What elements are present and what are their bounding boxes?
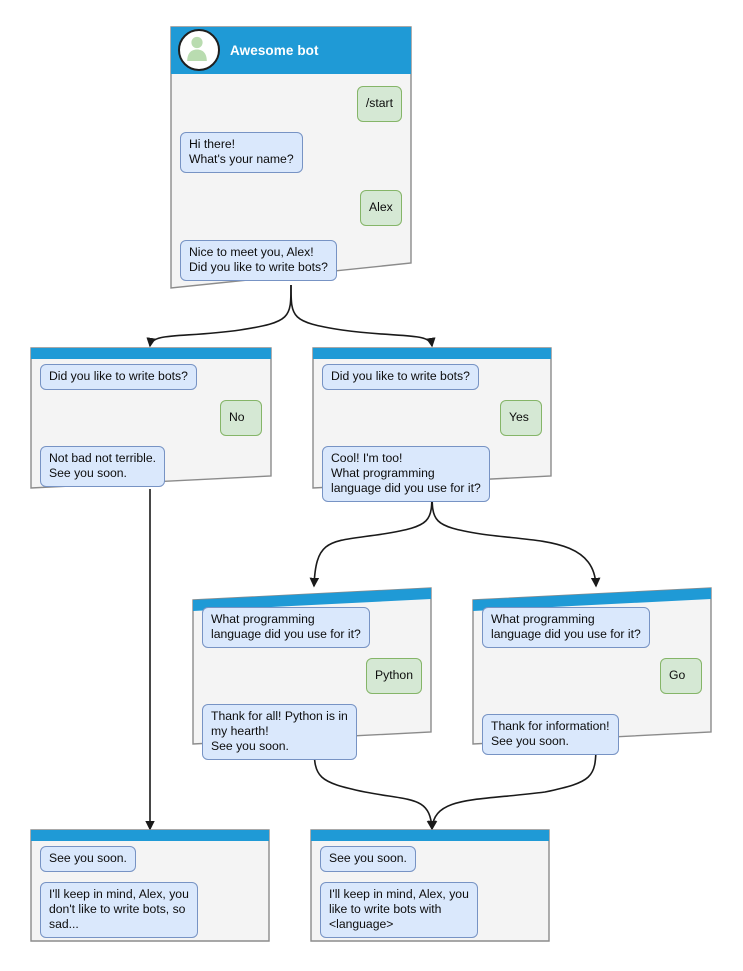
bot-message-bubble[interactable]: Did you like to write bots?	[40, 364, 197, 390]
message-row: What programming language did you use fo…	[482, 607, 702, 648]
message-row: Yes	[322, 400, 542, 436]
bot-message-bubble[interactable]: Hi there! What's your name?	[180, 132, 303, 173]
card-end-happy[interactable]: See you soon. I'll keep in mind, Alex, y…	[310, 829, 550, 942]
user-message-bubble[interactable]: Yes	[500, 400, 542, 436]
message-row: I'll keep in mind, Alex, you don't like …	[40, 882, 260, 938]
bot-message-bubble[interactable]: I'll keep in mind, Alex, you like to wri…	[320, 882, 478, 938]
message-row: Did you like to write bots?	[322, 364, 542, 390]
message-row: Alex	[180, 190, 402, 226]
card-answer-python[interactable]: What programming language did you use fo…	[192, 587, 432, 760]
bot-message-bubble[interactable]: Not bad not terrible. See you soon.	[40, 446, 166, 487]
message-row: Thank for all! Python is in my hearth! S…	[202, 704, 422, 760]
message-row: Nice to meet you, Alex! Did you like to …	[180, 240, 402, 281]
message-row: Hi there! What's your name?	[180, 132, 402, 173]
message-row: Thank for information! See you soon.	[482, 714, 702, 755]
bot-message-bubble[interactable]: Cool! I'm too! What programming language…	[322, 446, 490, 502]
card-start-chat: /start Hi there! What's your name? Alex …	[170, 86, 412, 291]
user-message-bubble[interactable]: No	[220, 400, 262, 436]
card-start-header: Awesome bot	[170, 26, 412, 74]
card-end-sad[interactable]: See you soon. I'll keep in mind, Alex, y…	[30, 829, 270, 942]
user-message-bubble[interactable]: Alex	[360, 190, 402, 226]
message-row: Go	[482, 658, 702, 694]
card-start[interactable]: Awesome bot /start Hi there! What's your…	[170, 26, 412, 289]
card-answer-no-chat: Did you like to write bots? No Not bad n…	[30, 364, 272, 497]
bot-message-bubble[interactable]: Did you like to write bots?	[322, 364, 479, 390]
message-row: No	[40, 400, 262, 436]
bot-message-bubble[interactable]: See you soon.	[320, 846, 416, 872]
user-message-bubble[interactable]: Go	[660, 658, 702, 694]
connector-start-to-no	[146, 284, 292, 348]
bot-message-bubble[interactable]: See you soon.	[40, 846, 136, 872]
card-answer-no[interactable]: Did you like to write bots? No Not bad n…	[30, 347, 272, 489]
bot-message-bubble[interactable]: What programming language did you use fo…	[202, 607, 370, 648]
card-answer-go[interactable]: What programming language did you use fo…	[472, 587, 712, 755]
card-end-happy-chat: See you soon. I'll keep in mind, Alex, y…	[310, 846, 550, 948]
connector-start-to-yes	[290, 284, 436, 348]
message-row: I'll keep in mind, Alex, you like to wri…	[320, 882, 540, 938]
message-row: /start	[180, 86, 402, 122]
bot-message-bubble[interactable]: Nice to meet you, Alex! Did you like to …	[180, 240, 337, 281]
message-row: Cool! I'm too! What programming language…	[322, 446, 542, 502]
card-answer-go-chat: What programming language did you use fo…	[472, 607, 712, 765]
bot-message-bubble[interactable]: I'll keep in mind, Alex, you don't like …	[40, 882, 198, 938]
message-row: See you soon.	[320, 846, 540, 872]
card-end-sad-chat: See you soon. I'll keep in mind, Alex, y…	[30, 846, 270, 948]
bot-message-bubble[interactable]: What programming language did you use fo…	[482, 607, 650, 648]
bot-message-bubble[interactable]: Thank for information! See you soon.	[482, 714, 619, 755]
card-answer-yes[interactable]: Did you like to write bots? Yes Cool! I'…	[312, 347, 552, 502]
message-row: What programming language did you use fo…	[202, 607, 422, 648]
user-message-bubble[interactable]: /start	[356, 86, 402, 122]
message-row: Did you like to write bots?	[40, 364, 262, 390]
card-answer-python-chat: What programming language did you use fo…	[192, 607, 432, 770]
message-row: Python	[202, 658, 422, 694]
card-start-title: Awesome bot	[230, 42, 319, 58]
person-avatar-icon	[178, 29, 220, 71]
bot-message-bubble[interactable]: Thank for all! Python is in my hearth! S…	[202, 704, 357, 760]
user-message-bubble[interactable]: Python	[366, 658, 422, 694]
message-row: Not bad not terrible. See you soon.	[40, 446, 262, 487]
message-row: See you soon.	[40, 846, 260, 872]
card-answer-yes-chat: Did you like to write bots? Yes Cool! I'…	[312, 364, 552, 512]
